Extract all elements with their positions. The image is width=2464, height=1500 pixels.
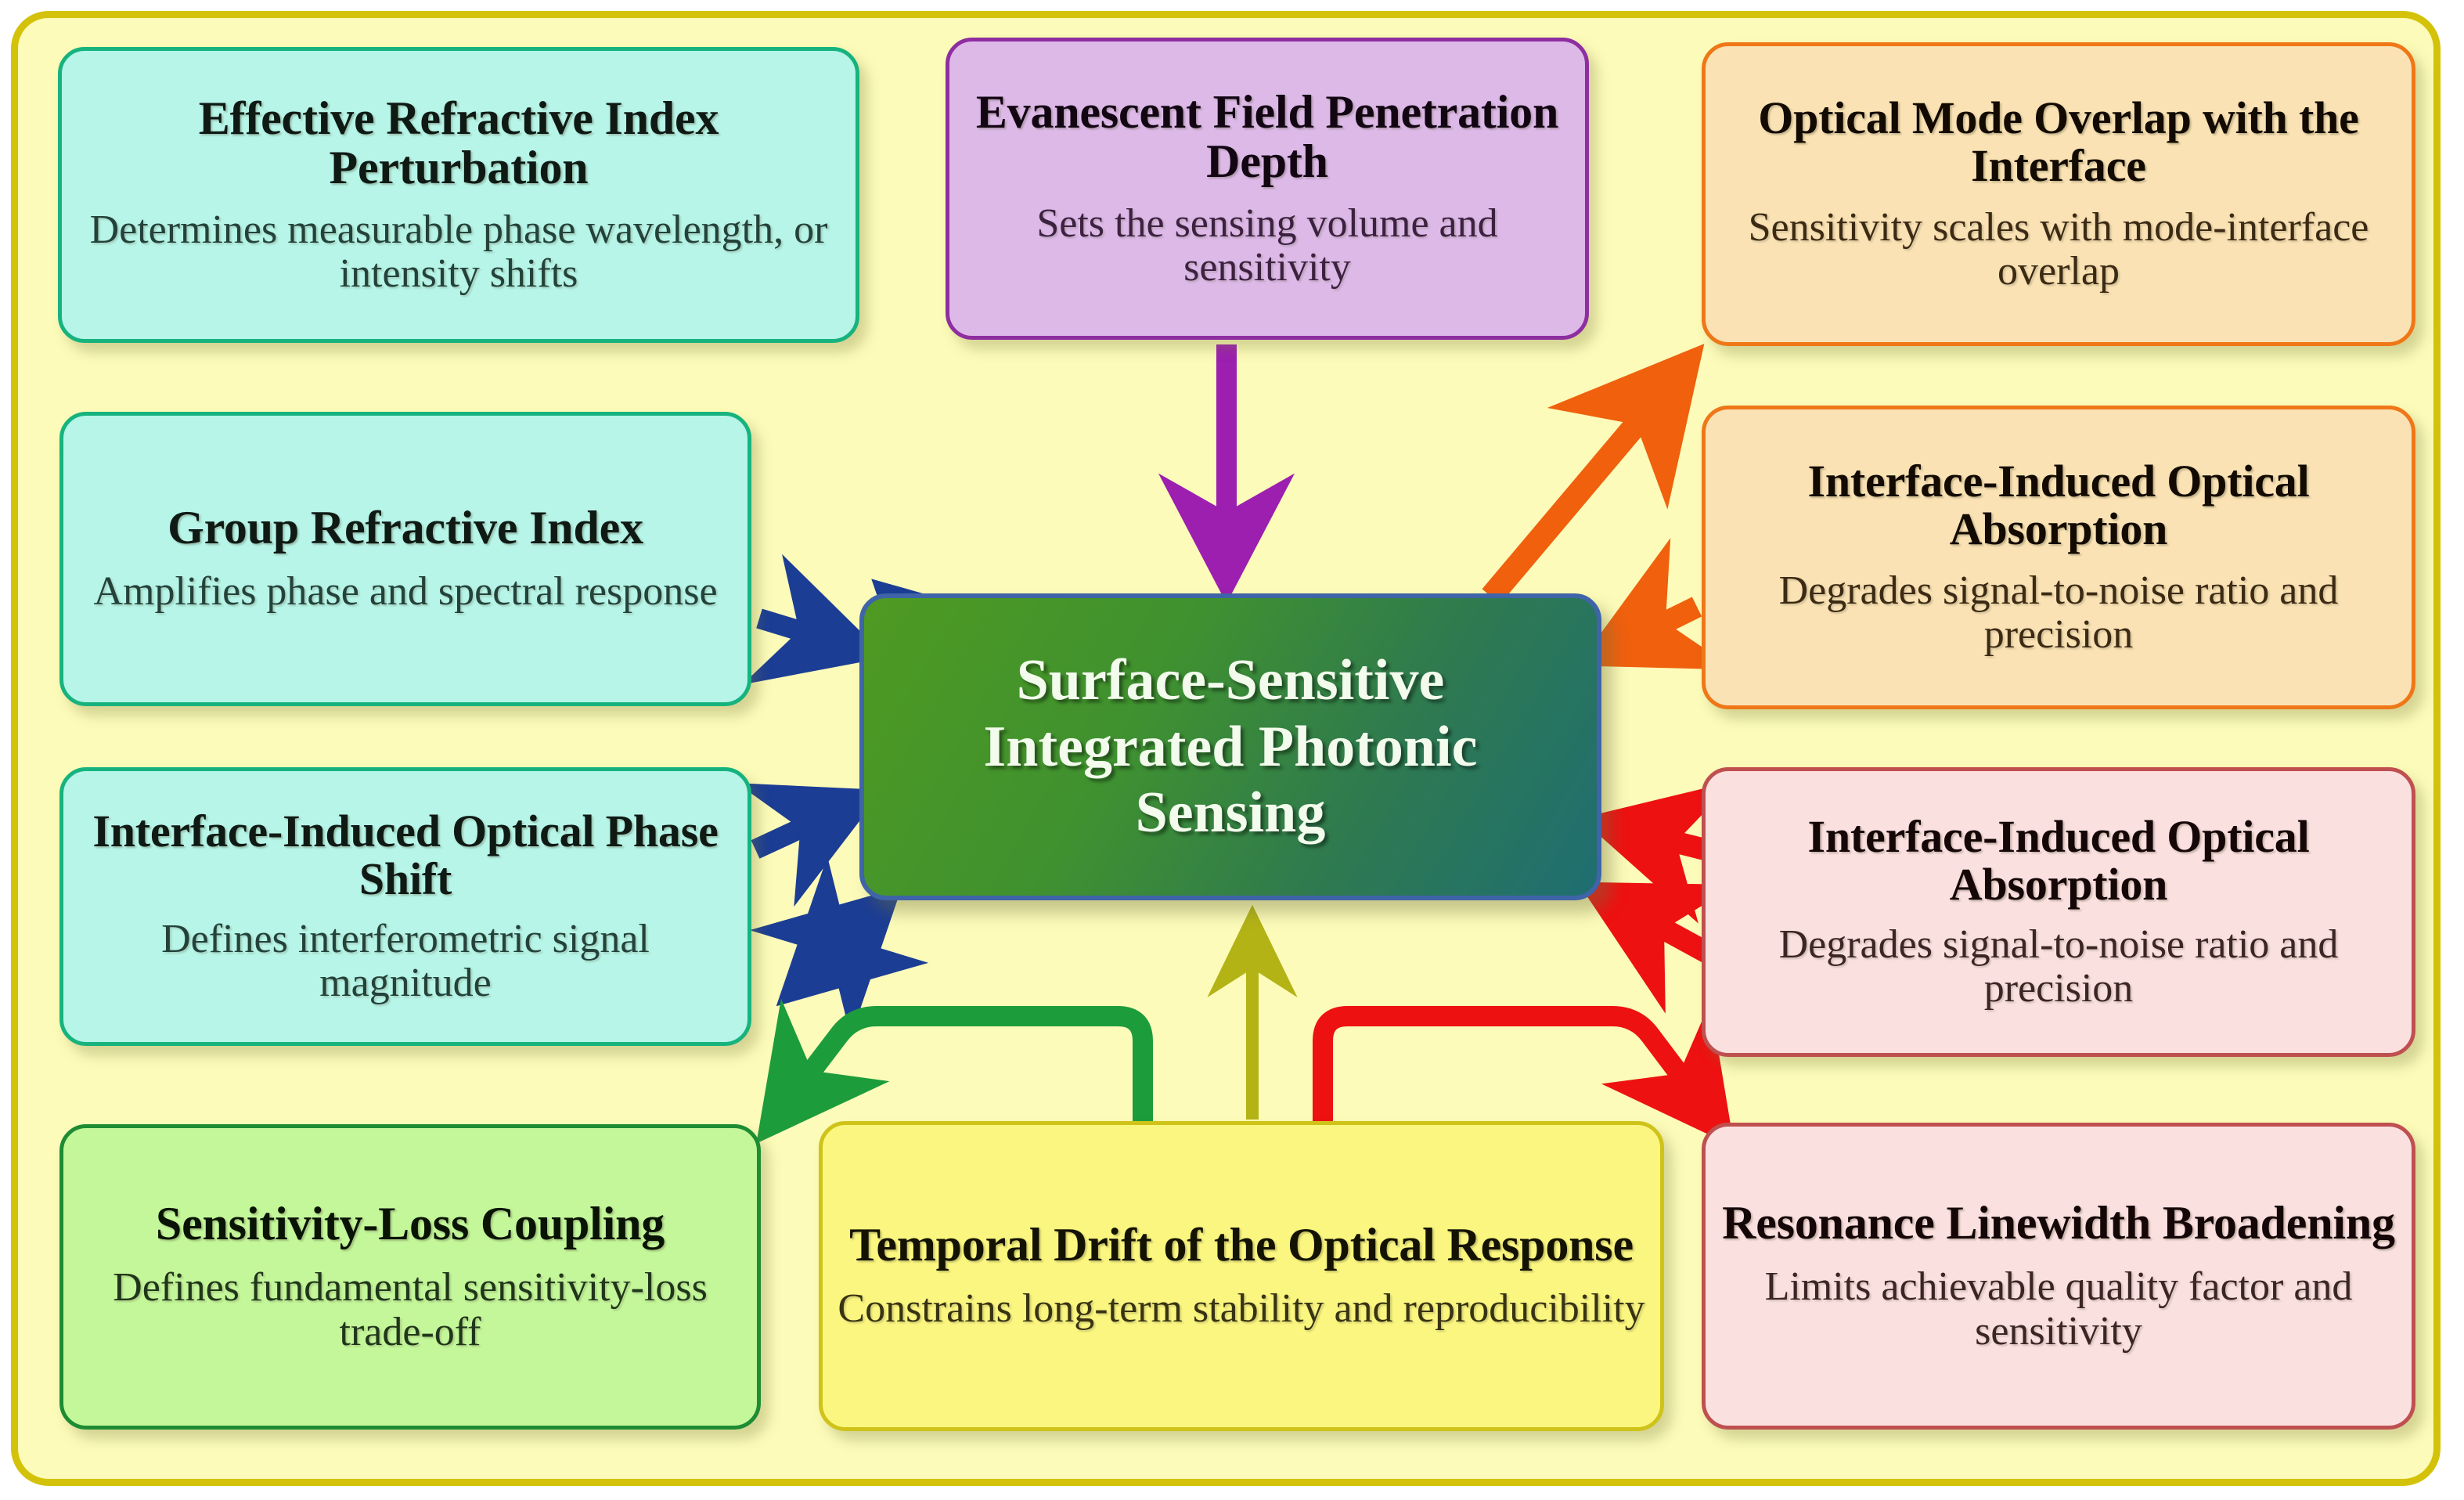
node-subtitle: Constrains long-term stability and repro… (838, 1286, 1645, 1332)
node-title: Interface-Induced Optical Phase Shift (92, 805, 719, 904)
node-subtitle: Amplifies phase and spectral response (93, 569, 718, 615)
node-subtitle: Defines interferometric signal magnitude (161, 916, 650, 1005)
node-subtitle: Degrades signal-to-noise ratio and preci… (1778, 568, 2339, 657)
node-title: Sensitivity-Loss Coupling (155, 1198, 665, 1250)
node-resonance-linewidth-broadening[interactable]: Resonance Linewidth Broadening Limits ac… (1702, 1123, 2415, 1430)
node-subtitle: Limits achievable quality factor and sen… (1764, 1264, 2353, 1354)
node-evanescent-field-penetration-depth[interactable]: Evanescent Field Penetration Depth Sets … (946, 38, 1589, 340)
center-node-surface-sensitive-integrated-photonic-sensing[interactable]: Surface-Sensitive Integrated Photonic Se… (859, 593, 1601, 900)
node-title: Evanescent Field Penetration Depth (975, 85, 1559, 187)
node-interface-induced-optical-absorption-pink[interactable]: Interface-Induced Optical Absorption Deg… (1702, 767, 2415, 1057)
node-interface-induced-optical-absorption-orange[interactable]: Interface-Induced Optical Absorption Deg… (1702, 406, 2415, 709)
node-subtitle: Defines fundamental sensitivity-loss tra… (113, 1265, 708, 1354)
node-sensitivity-loss-coupling[interactable]: Sensitivity-Loss Coupling Defines fundam… (59, 1124, 761, 1430)
node-title: Interface-Induced Optical Absorption (1807, 455, 2310, 554)
node-title: Interface-Induced Optical Absorption (1807, 810, 2310, 910)
node-subtitle: Sensitivity scales with mode-interface o… (1748, 204, 2369, 294)
node-group-refractive-index[interactable]: Group Refractive Index Amplifies phase a… (59, 412, 751, 706)
node-title: Temporal Drift of the Optical Response (849, 1219, 1634, 1271)
node-title: Effective Refractive Index Perturbation (198, 92, 719, 193)
node-title: Resonance Linewidth Broadening (1722, 1197, 2395, 1249)
node-subtitle: Degrades signal-to-noise ratio and preci… (1778, 921, 2339, 1011)
node-subtitle: Determines measurable phase wavelength, … (89, 207, 828, 296)
node-title: Optical Mode Overlap with the Interface (1758, 92, 2359, 191)
node-optical-mode-overlap-with-the-interface[interactable]: Optical Mode Overlap with the Interface … (1702, 42, 2415, 346)
center-node-title: Surface-Sensitive Integrated Photonic Se… (983, 648, 1478, 846)
node-interface-induced-optical-phase-shift[interactable]: Interface-Induced Optical Phase Shift De… (59, 767, 751, 1046)
node-subtitle: Sets the sensing volume and sensitivity (1036, 200, 1498, 290)
node-effective-refractive-index-perturbation[interactable]: Effective Refractive Index Perturbation … (58, 47, 859, 343)
node-title: Group Refractive Index (168, 502, 643, 554)
node-temporal-drift-of-the-optical-response[interactable]: Temporal Drift of the Optical Response C… (819, 1121, 1664, 1431)
